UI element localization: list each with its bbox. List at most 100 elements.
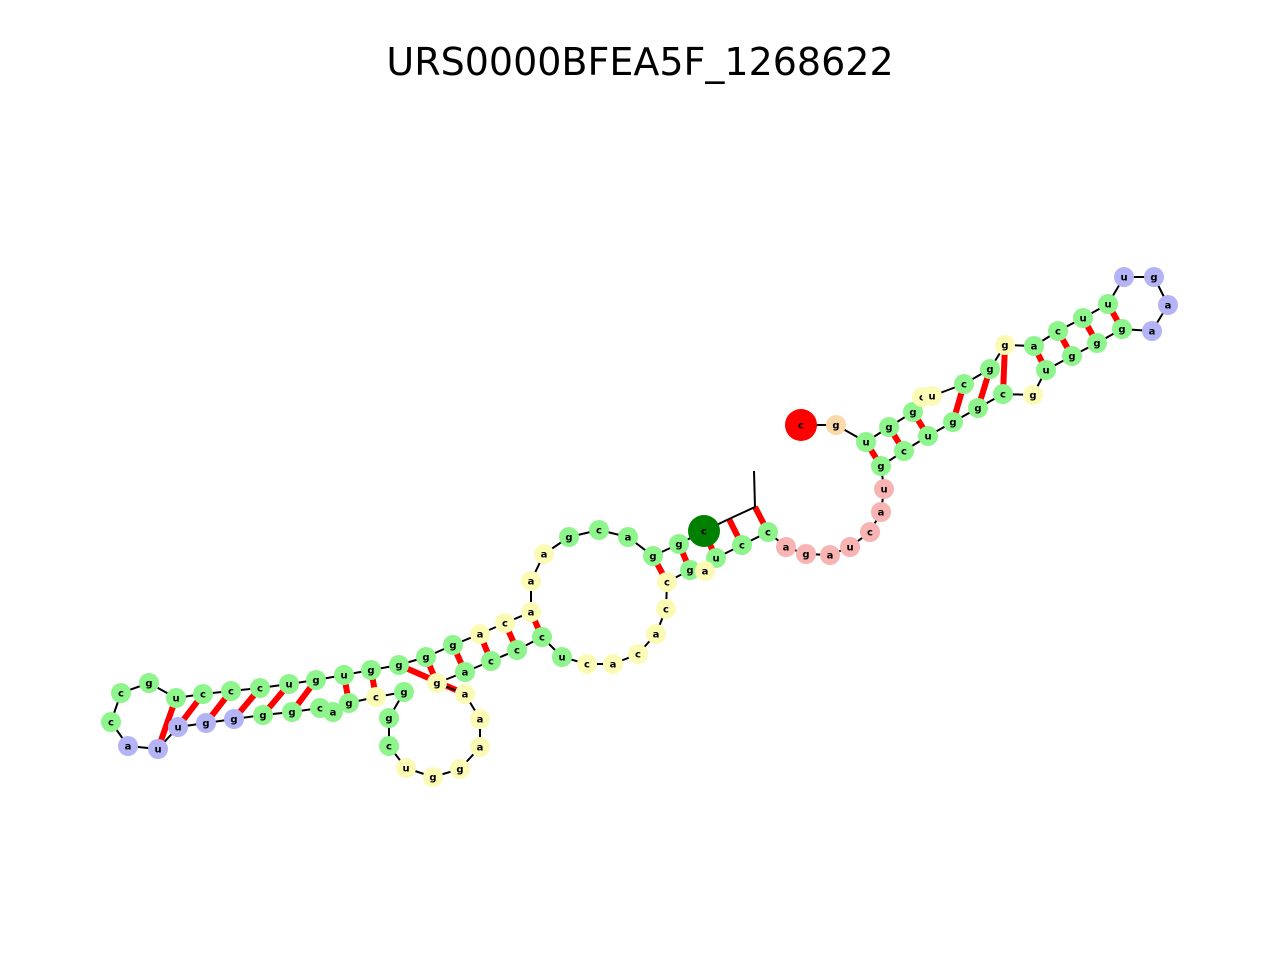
nucleotide-circle (552, 647, 572, 667)
nucleotide-label: g (649, 552, 656, 563)
nucleotide-circle (1023, 385, 1043, 405)
nucleotide: g (282, 702, 302, 722)
nucleotide: c (894, 441, 914, 461)
nucleotide-label: u (1079, 314, 1086, 325)
nucleotide: a (455, 662, 475, 682)
nucleotide: c (993, 384, 1013, 404)
nucleotide: g (879, 417, 899, 437)
nucleotide-label: u (1104, 300, 1111, 311)
nucleotide: a (695, 561, 715, 581)
nucleotide-circle (758, 522, 778, 542)
nucleotide-circle (534, 544, 554, 564)
nucleotide-circle (306, 670, 326, 690)
nucleotide-label: u (712, 554, 719, 565)
nucleotide-circle (646, 624, 666, 644)
nucleotide: u (1114, 267, 1134, 287)
nucleotide-label: a (878, 508, 885, 519)
nucleotide: g (389, 655, 409, 675)
nucleotide: c (221, 681, 241, 701)
nucleotide: g (253, 705, 273, 725)
nucleotide-label: c (798, 421, 804, 432)
nucleotide-label: a (702, 567, 709, 578)
nucleotide-label: c (502, 619, 508, 630)
nucleotide-label: u (1042, 366, 1049, 377)
nucleotide: a (470, 624, 490, 644)
nucleotide-circle (603, 654, 623, 674)
nucleotide-circle (879, 417, 899, 437)
nucleotide-circle (1112, 319, 1132, 339)
nucleotide-label: g (345, 699, 352, 710)
nucleotide: g (423, 767, 443, 787)
nucleotide-circle (279, 674, 299, 694)
nucleotide: g (995, 335, 1015, 355)
nucleotide-circle (443, 635, 463, 655)
nucleotide: u (396, 758, 416, 778)
nucleotide: g (306, 670, 326, 690)
nucleotide: c (366, 687, 386, 707)
nucleotide-circle (1114, 267, 1134, 287)
nucleotide-circle (481, 651, 501, 671)
nucleotide-label: c (664, 578, 670, 589)
nucleotide-label: a (653, 630, 660, 641)
nucleotide-label: g (1118, 325, 1125, 336)
nucleotide-label: c (539, 633, 545, 644)
nucleotide-circle (577, 654, 597, 674)
nucleotide-circle (250, 678, 270, 698)
nucleotide-label: c (1055, 327, 1061, 338)
nucleotide-label: c (919, 393, 925, 404)
nucleotide-label: c (584, 660, 590, 671)
nucleotide-label: c (514, 646, 520, 657)
nucleotide-label: u (924, 432, 931, 443)
nucleotide: a (776, 537, 796, 557)
nucleotide: g (680, 560, 700, 580)
nucleotide: c (507, 640, 527, 660)
nucleotide-circle (379, 708, 399, 728)
nucleotide-label: u (880, 485, 887, 496)
nucleotide-circle (796, 544, 816, 564)
nucleotide: c (111, 683, 131, 703)
nucleotide-label: a (783, 543, 790, 554)
nucleotide: a (1024, 336, 1044, 356)
nucleotide: a (871, 502, 891, 522)
nucleotide-label: c (200, 690, 206, 701)
nucleotide-label: g (145, 679, 152, 690)
nucleotide-circle (450, 759, 470, 779)
nucleotide-circle (455, 684, 475, 704)
nucleotide: c (656, 599, 676, 619)
nucleotide: u (279, 674, 299, 694)
nucleotide-label: g (422, 653, 429, 664)
nucleotide-circle (470, 709, 490, 729)
nucleotide: g (943, 412, 963, 432)
nucleotide: g (871, 456, 891, 476)
nucleotide-circle (559, 527, 579, 547)
nucleotide-circle (470, 737, 490, 757)
nucleotide-label: c (488, 657, 494, 668)
nucleotide-circle (455, 662, 475, 682)
nucleotide: c (628, 644, 648, 664)
nucleotide-circle (416, 647, 436, 667)
nucleotide-circle (922, 386, 942, 406)
nucleotide-label: g (1029, 391, 1036, 402)
nucleotide: g (796, 544, 816, 564)
nucleotide-circle (224, 709, 244, 729)
nucleotide-label: u (1120, 273, 1127, 284)
nucleotide: g (826, 415, 846, 435)
nucleotide-label: u (402, 764, 409, 775)
nucleotide-label: a (1149, 327, 1156, 338)
nucleotide-circle (680, 560, 700, 580)
nucleotide: c (657, 572, 677, 592)
nucleotide-label: u (846, 543, 853, 554)
nucleotide-circle (980, 359, 1000, 379)
diagram-title: URS0000BFEA5F_1268622 (386, 40, 894, 84)
nucleotide-label: g (675, 540, 682, 551)
nucleotide-label: g (400, 688, 407, 699)
five-prime-end: c (785, 409, 817, 441)
nucleotide-label: g (802, 550, 809, 561)
nucleotide-circle (394, 682, 414, 702)
nucleotide-circle (918, 426, 938, 446)
nucleotide-label: g (312, 676, 319, 687)
nucleotide-circle (423, 767, 443, 787)
nucleotide: g (1144, 267, 1164, 287)
nucleotide-circle (589, 520, 609, 540)
